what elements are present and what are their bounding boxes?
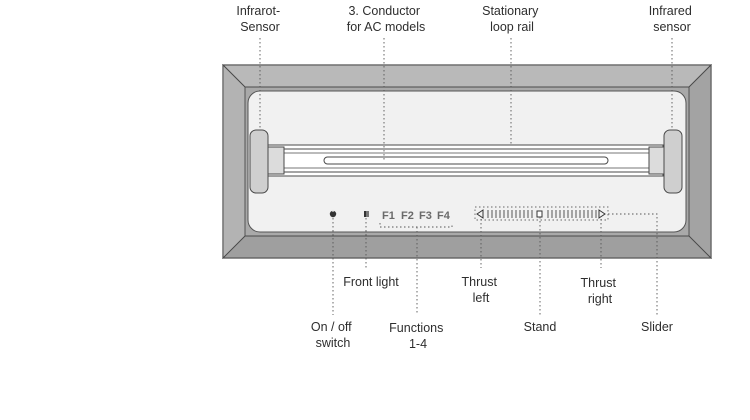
function-key-f2[interactable]: F2 — [401, 210, 414, 222]
label-thrust-left: Thrust left — [462, 275, 501, 305]
label-stand: Stand — [524, 320, 557, 334]
conductor-bar — [323, 156, 609, 165]
infrarot-sensor-left — [249, 129, 269, 194]
label-on-off-switch: On / off switch — [311, 320, 355, 350]
infrared-sensor-right — [663, 129, 683, 194]
thrust-slider[interactable] — [474, 206, 609, 221]
label-thrust-right: Thrust right — [581, 276, 620, 306]
functions-bracket — [379, 223, 453, 228]
label-infrarot-sensor: Infrarot- Sensor — [236, 4, 283, 34]
thrust-left-arrow[interactable] — [476, 209, 484, 219]
function-key-f4[interactable]: F4 — [437, 210, 451, 222]
label-conductor: 3. Conductor for AC models — [347, 4, 426, 34]
label-infrared-sensor: Infrared sensor — [649, 4, 696, 34]
label-front-light: Front light — [343, 275, 399, 289]
front-light-icon[interactable] — [364, 211, 369, 217]
thrust-right-arrow[interactable] — [598, 209, 606, 219]
function-key-f3[interactable]: F3 — [419, 210, 432, 222]
label-stationary-rail: Stationary loop rail — [482, 4, 542, 34]
stand-marker[interactable] — [536, 210, 543, 218]
loop-rail — [267, 144, 666, 177]
label-functions: Functions 1-4 — [389, 321, 447, 351]
leader-lines — [259, 38, 673, 315]
on-off-switch[interactable] — [329, 209, 337, 218]
function-key-f1[interactable]: F1 — [382, 210, 395, 222]
label-slider: Slider — [641, 320, 673, 334]
slider-ticks — [487, 210, 597, 218]
